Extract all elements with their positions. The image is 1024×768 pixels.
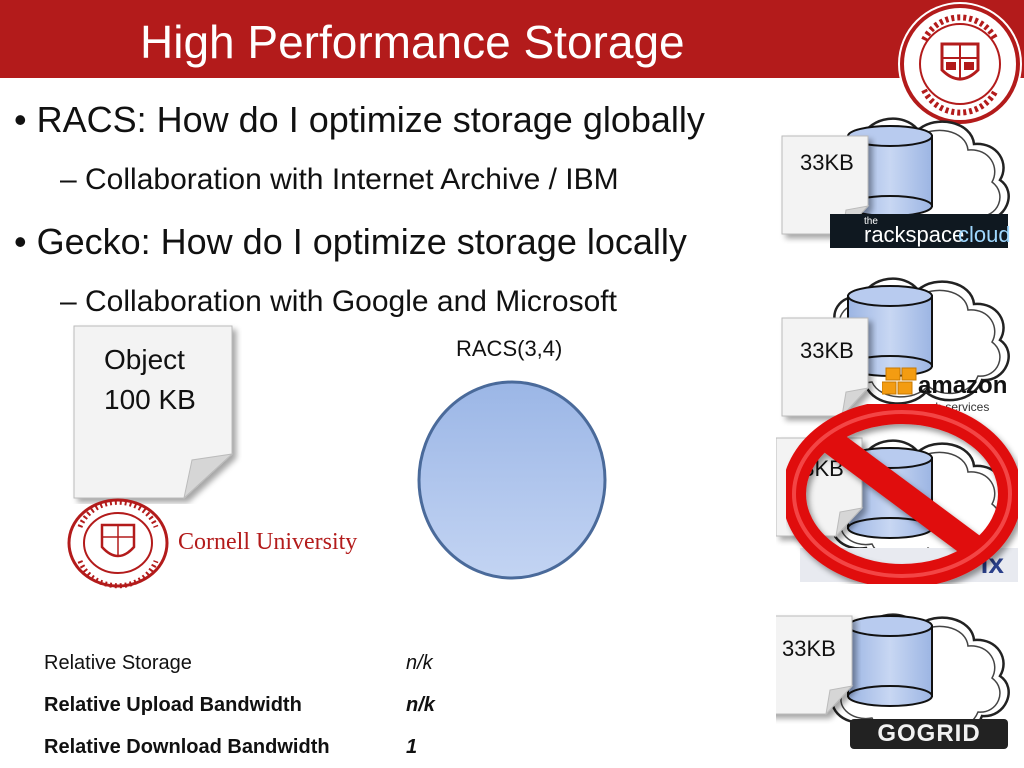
bullet-racs: • RACS: How do I optimize storage global… (14, 99, 705, 140)
object-label: Object 100 KB (104, 344, 196, 415)
racs-label: RACS(3,4) (456, 336, 563, 361)
sub-bullet-gecko: – Collaboration with Google and Microsof… (60, 285, 617, 318)
cornell-seal-icon (898, 2, 1022, 126)
prohibited-icon (786, 404, 1018, 584)
slide-title: High Performance Storage (140, 16, 685, 68)
gogrid-logo: GOGRID (850, 719, 1008, 749)
chunk-label-gogrid: 33KB (782, 636, 836, 661)
row-label-storage: Relative Storage (44, 652, 192, 674)
chunk-label-rackspace: 33KB (800, 150, 854, 175)
sub-bullet-racs: – Collaboration with Internet Archive / … (60, 163, 619, 196)
amazon-logo: amazon web services (882, 366, 1018, 418)
cornell-logo-icon (67, 498, 169, 589)
chunk-label-amazon: 33KB (800, 338, 854, 363)
bullet-gecko: • Gecko: How do I optimize storage local… (14, 221, 687, 262)
slide-header (0, 0, 1024, 78)
aws-boxes-icon (882, 367, 917, 395)
row-label-upload: Relative Upload Bandwidth (44, 694, 302, 716)
row-value-upload: n/k (406, 694, 435, 716)
row-label-download: Relative Download Bandwidth (44, 736, 330, 758)
rackspace-logo: the rackspace cloud (830, 214, 1011, 248)
racs-circle (417, 380, 607, 580)
row-value-storage: n/k (406, 652, 433, 674)
document-icon (73, 325, 234, 500)
cornell-wordmark: Cornell University (178, 529, 358, 555)
row-value-download: 1 (406, 736, 418, 758)
